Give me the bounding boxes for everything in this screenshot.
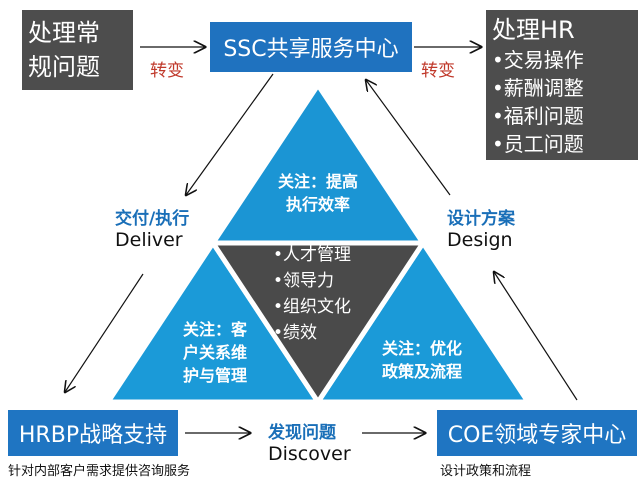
top-tri-line2: 执行效率	[285, 195, 350, 214]
left-tri-line: 关注：客	[182, 320, 247, 339]
right-triangle-text: 关注：优化 政策及流程	[362, 337, 482, 383]
ssc-box: SSC共享服务中心	[210, 22, 412, 72]
coe-caption: 设计政策和流程	[440, 464, 532, 479]
routine-issues-box: 处理常 规问题	[22, 10, 133, 90]
hr-item: •交易操作	[492, 48, 584, 72]
hrbp-caption: 针对内部客户需求提供咨询服务	[8, 464, 191, 479]
left-tri-line: 护与管理	[182, 366, 247, 385]
routine-line2: 规问题	[28, 53, 100, 81]
center-triangle-list: •人才管理 •领导力 •组织文化 •绩效	[273, 242, 351, 346]
center-item: •绩效	[273, 323, 318, 343]
hr-title: 处理HR	[492, 16, 575, 44]
discover-en: Discover	[268, 443, 351, 465]
top-triangle	[208, 80, 428, 246]
discover-cn: 发现问题	[268, 423, 336, 443]
deliver-label: 交付/执行 Deliver	[115, 204, 189, 251]
center-item: •领导力	[273, 271, 335, 291]
left-triangle-text: 关注：客 户关系维 护与管理	[160, 318, 270, 387]
hr-item: •员工问题	[492, 132, 584, 156]
top-tri-line1: 关注：提高	[277, 172, 358, 191]
design-label: 设计方案 Design	[447, 204, 515, 251]
hr-item: •薪酬调整	[492, 76, 584, 100]
top-triangle-text: 关注：提高 执行效率	[258, 170, 378, 216]
routine-line1: 处理常	[28, 19, 100, 47]
center-item: •人才管理	[273, 245, 352, 265]
arrow-coe-design	[494, 272, 578, 401]
deliver-en: Deliver	[115, 229, 183, 251]
design-en: Design	[447, 229, 513, 251]
center-triangle	[208, 240, 428, 407]
arrow-deliver-hrbp	[65, 273, 144, 392]
center-item: •组织文化	[273, 297, 352, 317]
hr-item: •福利问题	[492, 104, 584, 128]
design-cn: 设计方案	[447, 209, 515, 229]
transform-label-left: 转变	[150, 61, 184, 81]
right-tri-line: 政策及流程	[381, 362, 462, 381]
coe-box: COE领域专家中心	[437, 410, 637, 456]
arrow-ssc-deliver	[186, 73, 274, 195]
right-tri-line: 关注：优化	[381, 339, 462, 358]
discover-label: 发现问题 Discover	[268, 418, 351, 465]
deliver-cn: 交付/执行	[115, 209, 190, 229]
hr-box: 处理HR •交易操作 •薪酬调整 •福利问题 •员工问题	[486, 10, 638, 160]
left-tri-line: 户关系维	[182, 343, 247, 362]
transform-label-right: 转变	[421, 61, 455, 81]
hrbp-box: HRBP战略支持	[8, 410, 178, 456]
arrow-design-ssc	[366, 80, 451, 196]
